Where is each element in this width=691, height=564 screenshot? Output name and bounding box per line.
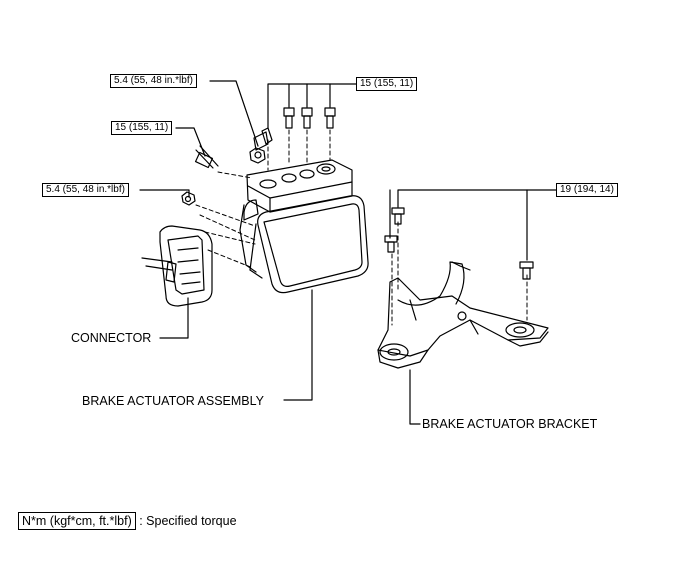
torque-label-nut-upper: 5.4 (55, 48 in.*lbf) bbox=[110, 74, 197, 88]
brake-actuator-bracket bbox=[377, 261, 549, 369]
torque-label-nut-lower: 5.4 (55, 48 in.*lbf) bbox=[42, 183, 129, 197]
torque-label-bracket-bolts: 19 (194, 14) bbox=[556, 183, 618, 197]
legend-description: : Specified torque bbox=[139, 514, 237, 528]
leader-lines bbox=[139, 80, 557, 425]
bracket-bolts bbox=[384, 207, 534, 280]
connector-label: CONNECTOR bbox=[71, 331, 152, 345]
left-pipe-fitting bbox=[194, 127, 273, 169]
torque-label-fittings-top: 15 (155, 11) bbox=[356, 77, 418, 91]
connector-part bbox=[141, 225, 213, 307]
dashed-alignment-lines bbox=[195, 129, 528, 326]
brake-actuator-assembly-label: BRAKE ACTUATOR ASSEMBLY bbox=[82, 394, 265, 408]
brake-actuator-assembly bbox=[239, 159, 369, 294]
top-pipe-fittings bbox=[283, 107, 336, 129]
brake-actuator-bracket-label: BRAKE ACTUATOR BRACKET bbox=[422, 417, 598, 431]
nuts bbox=[181, 147, 266, 206]
legend-unit-box: N*m (kgf*cm, ft.*lbf) bbox=[18, 512, 136, 530]
torque-label-fitting-left: 15 (155, 11) bbox=[111, 121, 173, 135]
torque-legend: N*m (kgf*cm, ft.*lbf) : Specified torque bbox=[18, 512, 237, 530]
